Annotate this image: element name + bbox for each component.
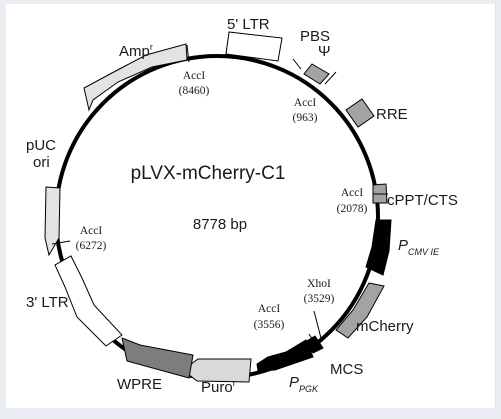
puro-label-sup: r — [233, 378, 236, 388]
psi-label: Ψ — [318, 43, 331, 60]
ppgk-label: PPGK — [289, 374, 319, 394]
wpre-arrow — [121, 337, 194, 379]
acci-6272-name: AccI — [80, 225, 103, 237]
amp-arrow — [83, 43, 188, 112]
xhoi-leader — [313, 310, 323, 343]
plasmid-name: pLVX-mCherry-C1 — [131, 163, 286, 184]
acci-2078-name: AccI — [341, 187, 364, 199]
ltr3-label: 3' LTR — [26, 294, 69, 311]
map-panel: pLVX-mCherry-C1 8778 bp 5' LTR PBS Ψ RRE… — [6, 4, 496, 408]
acci-6272-tick — [51, 240, 71, 245]
mcherry-label: mCherry — [356, 318, 414, 335]
ltr3-arrow — [54, 255, 123, 347]
acci-8460-pos: (8460) — [179, 85, 210, 97]
xhoi-pos: (3529) — [304, 293, 335, 305]
acci-6272-pos: (6272) — [76, 240, 107, 252]
ppgk-arrow — [256, 339, 314, 372]
acci-3556-pos: (3556) — [254, 319, 285, 331]
acci-8460-name: AccI — [183, 70, 206, 82]
acci-963-tick — [292, 58, 302, 70]
puc-ori-arrow — [44, 186, 61, 257]
psi-tick — [324, 71, 337, 85]
acci-963-name: AccI — [294, 97, 317, 109]
ppgk-label-sub: PGK — [299, 384, 319, 394]
mcherry-arrow — [335, 282, 385, 339]
ori-label: ori — [33, 154, 50, 171]
plasmid-map: pLVX-mCherry-C1 8778 bp 5' LTR PBS Ψ RRE… — [26, 16, 458, 396]
pcmv-label: PCMV IE — [398, 237, 440, 257]
pcmv-arrow — [365, 219, 392, 276]
rre-label: RRE — [376, 106, 408, 123]
acci-2078-pos: (2078) — [337, 203, 368, 215]
puc-label: pUC — [26, 137, 56, 154]
cppt-label: cPPT/CTS — [387, 192, 458, 209]
pcmv-label-text: P — [398, 237, 408, 254]
amp-label: Ampr — [119, 42, 153, 60]
pbs-label: PBS — [300, 28, 330, 45]
plasmid-size: 8778 bp — [193, 216, 247, 233]
wpre-label: WPRE — [117, 376, 162, 393]
xhoi-name: XhoI — [307, 278, 331, 290]
acci-963-pos: (963) — [293, 112, 318, 124]
puro-label: Puror — [201, 378, 236, 396]
mcs-box — [304, 335, 324, 354]
amp-label-text: Amp — [119, 43, 150, 60]
amp-label-sup: r — [150, 42, 153, 52]
puro-label-text: Puro — [201, 379, 233, 396]
ltr5-label: 5' LTR — [227, 16, 270, 33]
pcmv-label-sub: CMV IE — [408, 247, 440, 257]
puro-arrow — [182, 358, 252, 383]
ltr5-arrow — [225, 31, 283, 62]
psi-box — [303, 63, 330, 85]
mcs-label: MCS — [330, 361, 363, 378]
acci-3556-name: AccI — [258, 303, 281, 315]
rre-box — [345, 98, 375, 128]
ppgk-label-text: P — [289, 374, 299, 391]
acci-8460-tick — [186, 44, 190, 63]
acci-3556-tick — [308, 333, 318, 347]
